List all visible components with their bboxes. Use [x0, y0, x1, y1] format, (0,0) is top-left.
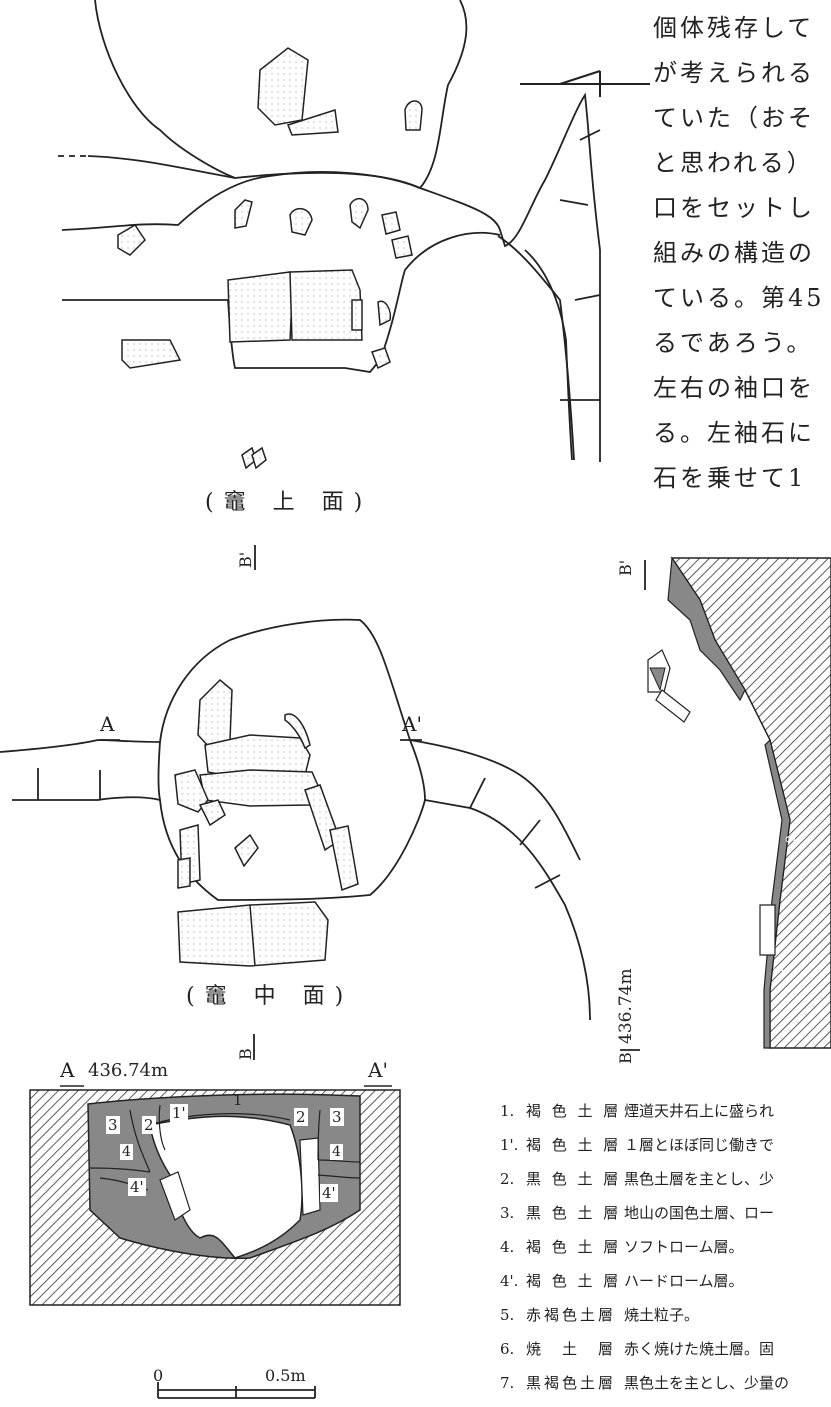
body-line: る。左袖石に	[653, 419, 815, 447]
axis-ticks	[100, 545, 422, 741]
layer-label: 4'	[320, 1184, 338, 1202]
legend-num: 4.	[500, 1238, 515, 1256]
legend-row: 7. 黒褐色土層黒色土を主とし、少量の	[500, 1372, 789, 1393]
legend-row: 4'. 褐 色 土 層ハードローム層。	[500, 1270, 744, 1291]
section-a-profile	[29, 1034, 401, 1306]
legend-name: 黒褐色土層	[526, 1374, 617, 1392]
legend-name: 褐 色 土 層	[526, 1136, 622, 1154]
layer-label: 2	[142, 1116, 156, 1134]
legend-row: 4. 褐 色 土 層ソフトローム層。	[500, 1236, 744, 1257]
body-line: と思われる）	[653, 149, 814, 177]
body-line: 石を乗せて1	[653, 464, 807, 492]
legend-desc: １層とほぼ同じ働きで	[624, 1136, 775, 1154]
body-line: るであろう。	[653, 329, 814, 357]
body-line: 個体残存して	[653, 14, 815, 42]
body-line: 左右の袖口を	[653, 374, 815, 402]
legend-desc: ハードローム層。	[624, 1272, 744, 1290]
layer-label: 3	[330, 1108, 344, 1126]
caption-upper-plan: (竈 上 面)	[205, 490, 373, 515]
body-line: が考えられる	[653, 59, 815, 87]
legend-name: 赤褐色土層	[526, 1306, 617, 1324]
layer-label: 2	[294, 1108, 308, 1126]
legend-desc: 黒色土層を主とし、少	[624, 1170, 775, 1188]
legend-name: 褐 色 土 層	[526, 1272, 622, 1290]
legend-num: 2.	[500, 1170, 515, 1188]
layer-label: 4	[330, 1144, 343, 1160]
layer-label: 1'	[170, 1104, 188, 1122]
label-a-mid: A	[100, 712, 115, 736]
middle-plan-stones	[174, 678, 359, 967]
label-b-prime-left: B'	[236, 551, 255, 568]
body-line: 組みの構造の	[653, 239, 815, 267]
legend-desc: 煙道天井石上に盛られ	[624, 1102, 775, 1120]
section-b-profile	[620, 556, 831, 1051]
legend-desc: 赤く焼けた焼土層。固	[624, 1340, 775, 1358]
north-arrow-icon	[520, 70, 650, 97]
legend-name: 黒 色 土 層	[526, 1204, 622, 1222]
legend-name: 褐 色 土 層	[526, 1102, 622, 1120]
legend-name: 黒 色 土 層	[526, 1170, 622, 1188]
legend-row: 3. 黒 色 土 層地山の国色土層、ロー	[500, 1202, 774, 1223]
legend-num: 7.	[500, 1374, 515, 1392]
legend-num: 1'.	[500, 1136, 519, 1154]
legend-num: 4'.	[500, 1272, 519, 1290]
caption-middle-plan: (竈 中 面)	[186, 984, 354, 1009]
label-b-prime-right: B'	[616, 559, 635, 576]
layer-label: 1	[233, 1091, 243, 1109]
label-a-prime-mid: A'	[402, 712, 422, 736]
layer-label: 4'	[128, 1178, 146, 1196]
label-elevation-a: 436.74m	[88, 1060, 169, 1081]
body-line: 口をセットし	[653, 194, 815, 222]
legend-desc: 黒色土を主とし、少量の	[624, 1374, 790, 1392]
legend-row: 2. 黒 色 土 層黒色土層を主とし、少	[500, 1168, 774, 1189]
label-b-right-bottom: B	[616, 1052, 635, 1064]
legend-num: 3.	[500, 1204, 515, 1222]
legend-name: 焼 土 層	[526, 1340, 617, 1358]
label-b-lower: B	[236, 1048, 255, 1060]
layer-label: 3	[106, 1116, 120, 1134]
upper-plan-stones	[117, 47, 423, 470]
body-line: ていた（おそ	[653, 104, 815, 132]
label-a-prime-section: A'	[368, 1058, 388, 1082]
legend-num: 6.	[500, 1340, 515, 1358]
label-elevation-b: 436.74m	[616, 968, 636, 1044]
legend-num: 5.	[500, 1306, 515, 1324]
legend-row: 6. 焼 土 層赤く焼けた焼土層。固	[500, 1338, 774, 1359]
scale-bar	[157, 1382, 316, 1399]
body-line: ている。第45	[653, 284, 825, 312]
scale-half: 0.5m	[265, 1366, 306, 1385]
legend-desc: ソフトローム層。	[624, 1238, 744, 1256]
legend-row: 5. 赤褐色土層焼土粒子。	[500, 1304, 699, 1325]
scale-zero: 0	[153, 1366, 164, 1385]
legend-num: 1.	[500, 1102, 515, 1120]
legend-desc: 地山の国色土層、ロー	[624, 1204, 775, 1222]
label-a-section: A	[60, 1058, 75, 1082]
legend-row: 1. 褐 色 土 層煙道天井石上に盛られ	[500, 1100, 774, 1121]
legend-name: 褐 色 土 層	[526, 1238, 622, 1256]
layer-label: 4	[120, 1144, 133, 1160]
upper-plan-drawing	[58, 0, 601, 462]
legend-desc: 焼土粒子。	[624, 1306, 700, 1324]
